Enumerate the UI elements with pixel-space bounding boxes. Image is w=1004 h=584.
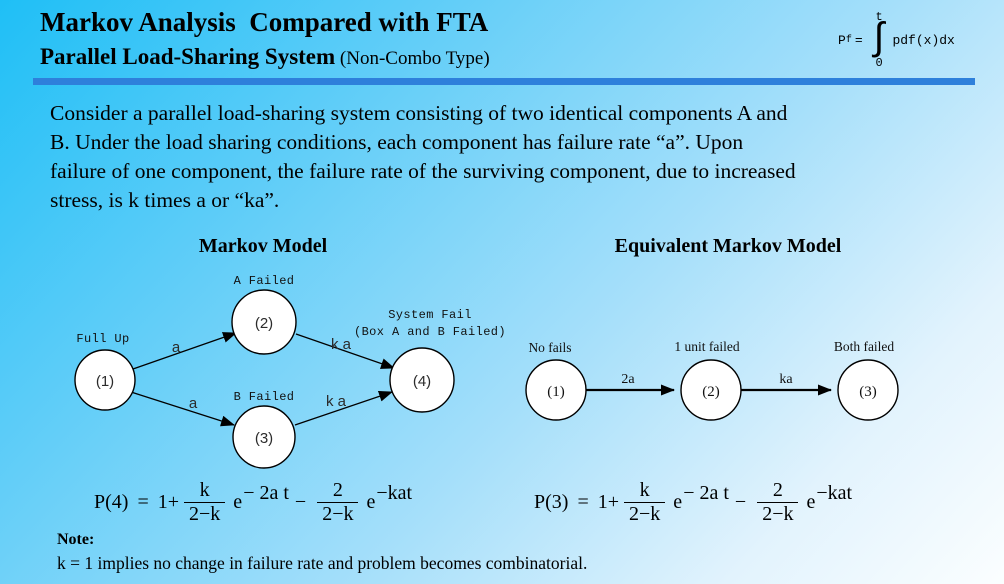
formula-p4: P(4) = 1+ k 2−k e − 2a t − 2 2−k e −kat [94, 479, 412, 526]
p4-minus: − [294, 491, 307, 513]
eq-state-label-1-unit-failed: 1 unit failed [674, 339, 739, 354]
state-circle-b-failed [232, 405, 296, 469]
state-label-system-fail-2: (Box A and B Failed) [354, 325, 506, 339]
intro-line-4: stress, is k times a or “ka”. [50, 188, 280, 212]
transition-label-a-lower: a [189, 395, 198, 412]
state-id-2: (2) [255, 315, 273, 332]
page-title: Markov Analysis Compared with FTA [40, 7, 489, 37]
note-block: Note: k = 1 implies no change in failure… [57, 531, 587, 574]
integral-lower-limit: 0 [875, 56, 883, 71]
p3-fraction-1: k 2−k [624, 479, 666, 526]
p4-frac1-denominator: 2−k [184, 502, 226, 526]
transition-2-to-4 [295, 333, 395, 369]
transition-label-ka-lower: k a [326, 393, 347, 410]
equivalent-model-title: Equivalent Markov Model [615, 235, 842, 257]
state-id-1: (1) [96, 373, 114, 390]
p4-fraction-2: 2 2−k [317, 479, 359, 526]
p4-fraction-1: k 2−k [184, 479, 226, 526]
p3-frac2-denominator: 2−k [757, 502, 799, 526]
markov-diagrams: Markov Model (1) (2) (3) (4) Full Up A F… [74, 235, 899, 469]
p3-lhs: P(3) [534, 491, 569, 513]
state-circle-a-failed [231, 289, 297, 355]
p3-exponent-1: − 2a t [683, 482, 729, 504]
p3-frac1-denominator: 2−k [624, 502, 666, 526]
intro-paragraph: Consider a parallel load-sharing system … [50, 99, 796, 215]
p4-term1: 1+ [157, 491, 180, 513]
state-label-system-fail: System Fail [388, 308, 472, 322]
eq-state-circle-1-unit-failed [680, 359, 742, 421]
note-text: k = 1 implies no change in failure rate … [57, 553, 588, 573]
p3-exp-base-2: e [806, 491, 816, 513]
eq-transition-label-ka: ka [779, 372, 793, 387]
eq-state-id-1: (1) [547, 384, 565, 400]
p3-exponent-2: −kat [816, 482, 853, 504]
eq-state-circle-no-fails [525, 359, 587, 421]
page-subtitle-bold: Parallel Load-Sharing System [40, 44, 336, 69]
eq-state-id-3: (3) [859, 384, 877, 400]
state-circle-system-fail [389, 347, 455, 413]
integral-icon: ∫ [867, 17, 891, 61]
transition-label-a-upper: a [172, 339, 181, 356]
state-id-4: (4) [413, 373, 431, 390]
header-divider [33, 78, 975, 85]
integral-column: t ∫ 0 [868, 11, 891, 70]
note-label: Note: [57, 531, 95, 548]
state-label-b-failed: B Failed [234, 390, 295, 404]
p3-minus: − [734, 491, 747, 513]
state-id-3: (3) [255, 430, 273, 447]
intro-line-2: B. Under the load sharing conditions, ea… [50, 130, 744, 154]
state-label-full-up: Full Up [76, 332, 129, 346]
pf-integrand: pdf(x)dx [892, 32, 955, 48]
pf-base: P [838, 32, 846, 48]
p3-fraction-2: 2 2−k [757, 479, 799, 526]
p3-exp-base-1: e [673, 491, 683, 513]
integral-upper-limit: t [875, 9, 883, 24]
p3-frac2-numerator: 2 [772, 479, 783, 501]
p4-lhs: P(4) [94, 491, 129, 513]
page-subtitle-normal: (Non-Combo Type) [335, 48, 490, 69]
eq-state-label-no-fails: No fails [528, 340, 571, 355]
transition-3-to-4 [294, 390, 393, 426]
intro-line-3: failure of one component, the failure ra… [50, 159, 796, 183]
eq-transition-label-2a: 2a [621, 372, 635, 387]
eq-state-label-both-failed: Both failed [834, 339, 895, 354]
transition-1-to-2 [132, 332, 237, 370]
p4-frac1-numerator: k [199, 479, 210, 501]
p4-exponent-2: −kat [376, 482, 413, 504]
p4-frac2-numerator: 2 [332, 479, 343, 501]
p3-term1: 1+ [597, 491, 620, 513]
eq-state-id-2: (2) [702, 384, 720, 400]
transition-label-ka-upper: k a [331, 336, 352, 353]
p4-exponent-1: − 2a t [243, 482, 289, 504]
transition-1-to-3 [130, 391, 235, 427]
p3-frac1-numerator: k [639, 479, 650, 501]
pf-subscript: f [845, 34, 852, 46]
page-subtitle: Parallel Load-Sharing System (Non-Combo … [40, 43, 490, 71]
state-label-a-failed: A Failed [234, 274, 295, 288]
formula-p3: P(3) = 1+ k 2−k e − 2a t − 2 2−k e −kat [534, 479, 852, 526]
markov-model-title: Markov Model [199, 235, 328, 257]
state-circle-full-up [74, 349, 136, 411]
pf-equals: = [854, 32, 863, 48]
intro-line-1: Consider a parallel load-sharing system … [50, 101, 788, 125]
p4-exp-base-1: e [233, 491, 243, 513]
p4-frac2-denominator: 2−k [317, 502, 359, 526]
p4-exp-base-2: e [366, 491, 376, 513]
eq-state-circle-both-failed [837, 359, 899, 421]
p4-equals: = [137, 491, 149, 513]
p3-equals: = [577, 491, 589, 513]
